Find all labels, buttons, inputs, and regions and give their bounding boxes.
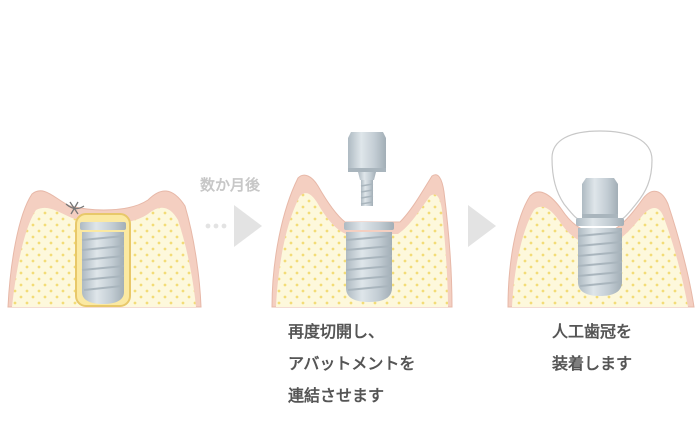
ellipsis-icon <box>205 223 227 229</box>
step-arrow-icon <box>234 205 262 247</box>
caption-line: 人工歯冠を <box>552 322 633 341</box>
suture-icon <box>65 201 85 215</box>
step-arrow-icon <box>468 205 496 247</box>
panel-healing <box>7 190 202 308</box>
arrow-label: 数か月後 <box>200 176 261 194</box>
implant-fixture <box>576 218 624 296</box>
caption-step2: 再度切開し、 アバットメントを 連結させます <box>288 322 415 406</box>
artificial-crown <box>551 130 653 223</box>
caption-line: アバットメントを <box>288 354 416 373</box>
abutment <box>348 132 386 206</box>
panel-abutment <box>271 132 453 308</box>
caption-line: 再度切開し、 <box>288 322 385 341</box>
caption-step3: 人工歯冠を 装着します <box>552 322 632 374</box>
caption-line: 連結させます <box>288 386 385 405</box>
caption-line: 装着します <box>552 354 633 373</box>
panel-crown <box>507 130 695 308</box>
implant-fixture <box>80 222 126 304</box>
implant-fixture <box>344 222 394 302</box>
abutment <box>582 178 618 218</box>
